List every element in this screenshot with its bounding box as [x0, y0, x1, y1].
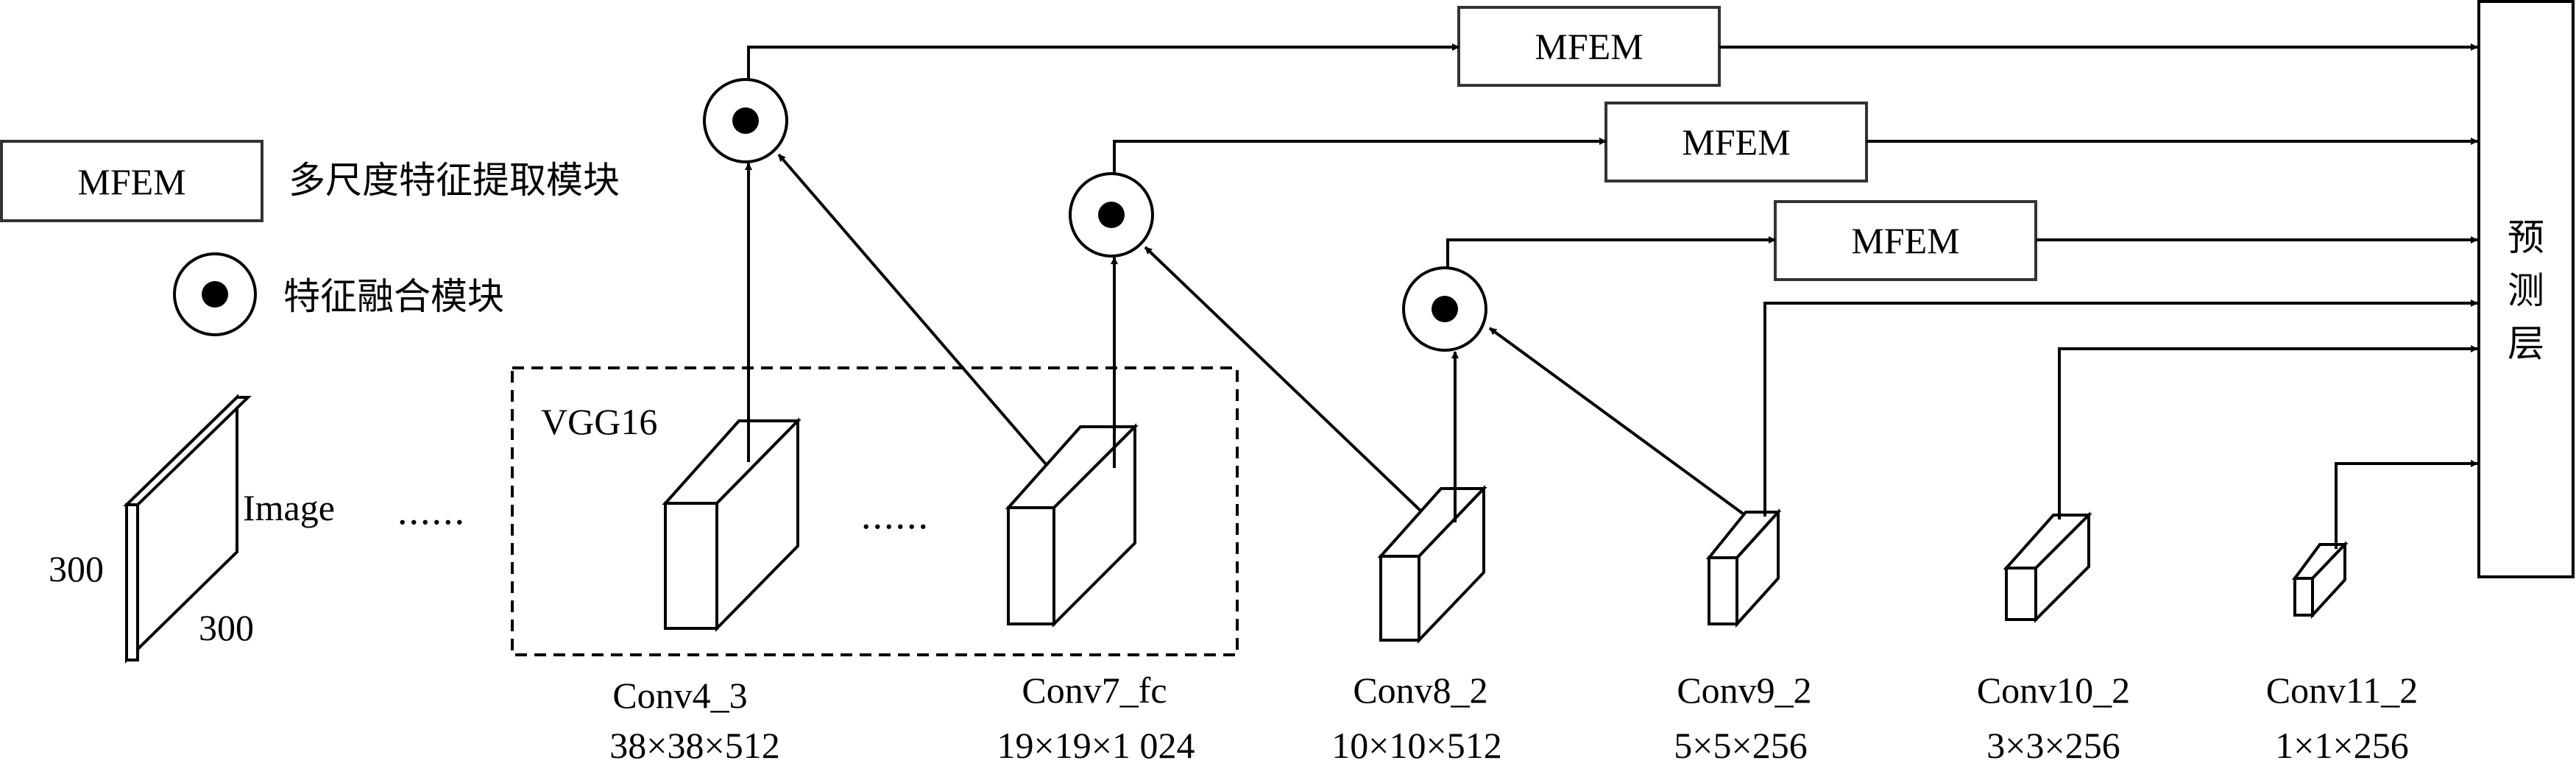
mfem-module-2-label: MFEM: [1682, 121, 1790, 163]
fusion-module-1-icon: [703, 78, 788, 163]
input-width-label: 300: [199, 607, 254, 648]
vgg16-region: [511, 366, 1239, 656]
conv11-2-dims: 1×1×256: [2275, 725, 2408, 766]
prediction-layer-char-2: 测: [2508, 269, 2544, 312]
input-image: [123, 394, 252, 664]
conv9-2-block: [1705, 508, 1782, 628]
conv10-2-block: [2003, 511, 2092, 623]
legend-mfem-box: [0, 140, 263, 222]
conv11-2-name: Conv11_2: [2266, 670, 2418, 711]
prediction-layer-char-1: 预: [2508, 216, 2544, 259]
conv7-fc-block: [1005, 423, 1139, 628]
input-ellipsis: ......: [397, 489, 466, 533]
conv9-2-dims: 5×5×256: [1674, 725, 1807, 766]
conv7-fc-name: Conv7_fc: [1022, 670, 1167, 711]
legend: MFEM 多尺度特征提取模块 特征融合模块: [0, 140, 620, 336]
prediction-layer: [2477, 0, 2575, 578]
input-image-label: Image: [243, 487, 335, 528]
conv9-2-name: Conv9_2: [1677, 670, 1811, 711]
conv4-3-dims: 38×38×512: [609, 725, 779, 766]
fusion-module-3-icon: [1402, 266, 1487, 352]
mfem-module-3-label: MFEM: [1851, 220, 1959, 261]
input-height-label: 300: [49, 548, 104, 589]
conv11-2-block: [2292, 541, 2349, 620]
fusion-legend-icon: [173, 252, 257, 336]
fusion-inputs: [745, 153, 1744, 522]
conv7-fc-dims: 19×19×1 024: [997, 725, 1195, 766]
prediction-inputs: [1719, 43, 2478, 549]
prediction-layer-char-3: 层: [2508, 322, 2544, 365]
conv4-3-block: [662, 417, 802, 632]
mfem-module-1-label: MFEM: [1535, 26, 1643, 67]
mfem-module-1: [1457, 6, 1721, 87]
conv4-3-name: Conv4_3: [612, 675, 747, 716]
vgg16-ellipsis: ......: [861, 493, 930, 537]
legend-mfem-description: 多尺度特征提取模块: [289, 159, 620, 202]
legend-mfem-label: MFEM: [77, 161, 185, 202]
mfem-module-3: [1774, 200, 2037, 281]
conv8-2-dims: 10×10×512: [1331, 725, 1501, 766]
conv8-2-block: [1377, 485, 1487, 644]
legend-fusion-description: 特征融合模块: [283, 275, 504, 318]
conv10-2-name: Conv10_2: [1977, 670, 2130, 711]
vgg16-label: VGG16: [541, 401, 657, 442]
fusion-to-mfem-arrows: [747, 43, 1776, 268]
conv8-2-name: Conv8_2: [1353, 670, 1487, 711]
fusion-module-2-icon: [1069, 172, 1154, 258]
conv10-2-dims: 3×3×256: [1986, 725, 2120, 766]
